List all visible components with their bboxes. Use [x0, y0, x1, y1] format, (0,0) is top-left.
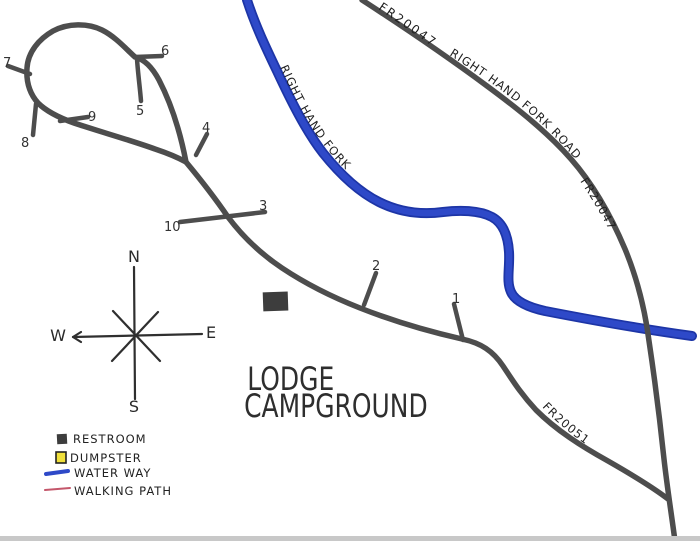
site-8-number: 8: [21, 136, 29, 151]
map-title-line1: LODGE: [247, 360, 334, 398]
compass-south-label: S: [129, 397, 139, 416]
site-6-number: 6: [161, 44, 169, 59]
compass-east-label: E: [206, 323, 216, 342]
river-label: RIGHT HAND FORK: [277, 63, 354, 173]
fr20047-lower-label: FR20047: [577, 175, 619, 233]
site-4-number: 4: [202, 121, 210, 136]
compass-west-arrow-icon: [71, 330, 83, 344]
site-5-number: 5: [136, 104, 144, 119]
restroom-square-icon: [56, 433, 68, 445]
campground-loop-road: [24, 22, 189, 165]
legend: RESTROOM DUMPSTER WATER WAY WALKING PATH: [44, 432, 172, 498]
map-title: LODGE CAMPGROUND: [244, 360, 428, 425]
legend-water-way-label: WATER WAY: [74, 466, 151, 480]
walking-path-line-icon: [44, 487, 71, 491]
site-10-number: 10: [164, 220, 181, 235]
site-6-spur: [132, 53, 165, 60]
site-7-spur: [5, 63, 33, 77]
scan-edge: [0, 536, 700, 541]
compass-west-label: W: [50, 326, 66, 345]
dumpster-square-icon: [55, 451, 67, 464]
site-7-number: 7: [3, 56, 11, 71]
campground-main-road: [183, 159, 671, 502]
compass-diagonal-2: [110, 310, 160, 363]
site-4-spur: [193, 131, 210, 158]
legend-walking-path-label: WALKING PATH: [74, 484, 172, 498]
campsite-numbers: 7 6 5 9 8 4 10 3 2 1: [3, 44, 460, 307]
compass-north-label: N: [128, 247, 140, 266]
map-title-line2: CAMPGROUND: [244, 387, 428, 425]
right-hand-fork-road-label: RIGHT HAND FORK ROAD: [447, 46, 584, 163]
site-8-spur: [30, 101, 39, 138]
site-1-number: 1: [452, 292, 460, 307]
right-hand-fork-road: [359, 0, 678, 541]
legend-dumpster-label: DUMPSTER: [70, 451, 142, 465]
site-10-3-spur: [177, 209, 268, 225]
site-9-number: 9: [88, 110, 96, 125]
water-way-line-icon: [44, 469, 70, 476]
site-1-spur: [451, 301, 466, 343]
roads: [5, 0, 678, 541]
compass-rose: [71, 265, 204, 401]
river-waterway: [243, 0, 696, 340]
legend-restroom-label: RESTROOM: [73, 432, 147, 446]
restroom-marker: [262, 291, 289, 312]
site-5-spur: [134, 56, 144, 104]
site-2-number: 2: [372, 259, 380, 274]
fr20047-upper-label: FR20047: [376, 0, 440, 50]
site-3-number: 3: [259, 199, 267, 214]
site-2-spur: [361, 270, 379, 308]
site-9-spur: [57, 114, 91, 124]
campsite-spurs: [5, 53, 466, 343]
